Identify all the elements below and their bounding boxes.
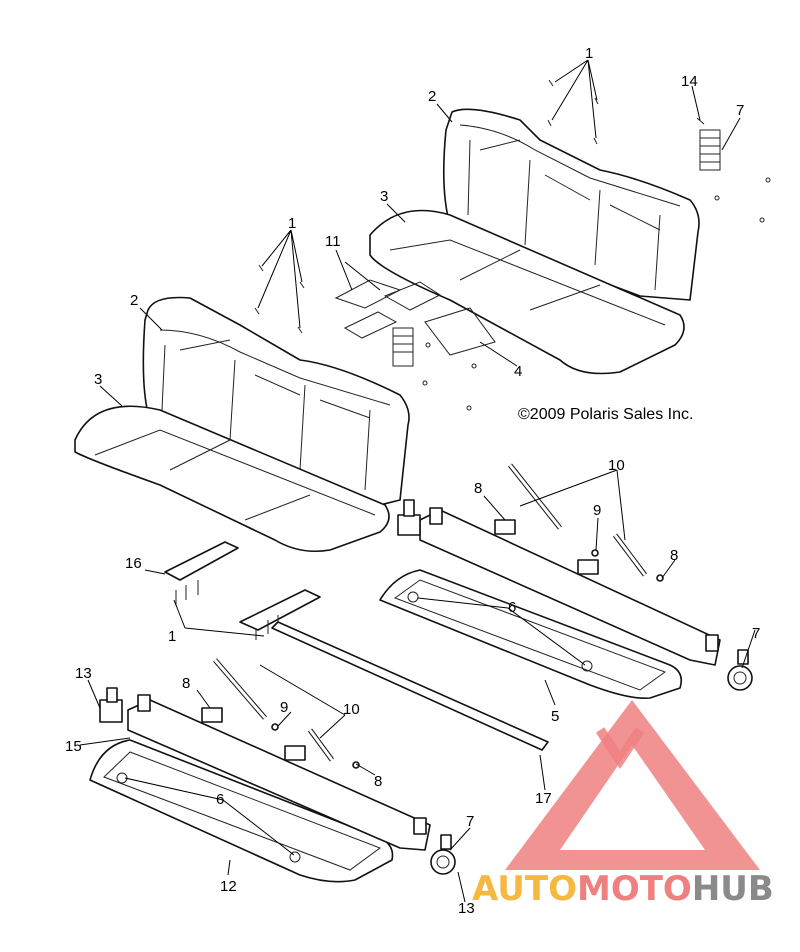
lower-belt-buckle (99, 687, 123, 723)
callout-14: 15 (65, 738, 82, 755)
upper-seat-bottom (369, 209, 685, 375)
callout-7: 7 (752, 625, 760, 642)
callout-7: 7 (466, 813, 474, 830)
watermark-text: AUTOMOTOHUB (472, 869, 774, 909)
callout-2: 2 (130, 292, 138, 309)
callout-7: 7 (736, 102, 744, 119)
lower-seat-frame (89, 739, 394, 883)
callout-15: 14 (681, 73, 698, 90)
callout-3: 3 (380, 188, 388, 205)
spring-bracket-upper (696, 117, 721, 171)
watermark-logo (505, 700, 760, 870)
watermark-part-auto: AUTO (472, 869, 577, 909)
callout-3: 3 (94, 371, 102, 388)
lower-knob (430, 834, 456, 875)
screw-set-top (547, 79, 599, 145)
callout-8: 8 (670, 547, 678, 564)
upper-seat-rail (419, 507, 721, 666)
leader-lines (79, 59, 756, 903)
callout-10: 10 (608, 457, 625, 474)
callout-4: 4 (514, 363, 522, 380)
callout-17: 17 (535, 790, 552, 807)
small-screws (422, 177, 771, 411)
callout-labels: 1 2 14 7 3 1 11 2 4 3 ©2009 Polaris Sale… (65, 45, 760, 917)
lower-seat-rail (127, 694, 431, 851)
callout-6: 6 (216, 791, 224, 808)
callout-2: 2 (428, 88, 436, 105)
callout-11: 11 (325, 233, 341, 250)
callout-12: 12 (220, 878, 237, 895)
callout-5: 5 (551, 708, 559, 725)
upper-gas-strut-2 (613, 533, 647, 577)
callout-1: 1 (288, 215, 296, 232)
svg-text:AUTOMOTOHUB: AUTOMOTOHUB (472, 869, 774, 909)
lower-latch-parts (201, 707, 360, 769)
callout-8: 8 (374, 773, 382, 790)
lower-gas-strut-1 (213, 658, 267, 720)
callout-8: 8 (182, 675, 190, 692)
watermark-part-hub: HUB (692, 869, 774, 909)
copyright-notice: ©2009 Polaris Sales Inc. (518, 406, 693, 423)
watermark-triangle-icon (505, 700, 760, 870)
hinge-brackets (164, 541, 321, 640)
long-rod (271, 621, 549, 751)
callout-10: 10 (343, 701, 360, 718)
upper-seat-back (442, 108, 700, 301)
callout-8: 8 (474, 480, 482, 497)
screw-set-mid (254, 264, 305, 334)
callout-9: 9 (280, 699, 288, 716)
upper-knob (727, 649, 753, 691)
callout-16: 16 (125, 555, 142, 572)
callout-6: 6 (508, 599, 516, 616)
callout-13: 13 (75, 665, 92, 682)
watermark-part-moto: MOTO (577, 869, 692, 909)
lower-gas-strut-2 (307, 728, 335, 762)
upper-gas-strut-1 (508, 463, 562, 530)
decal-set (334, 279, 496, 356)
upper-belt-buckle (397, 499, 421, 536)
lower-seat-bottom (74, 405, 390, 553)
callout-9: 9 (593, 502, 601, 519)
spring-bracket-center (392, 327, 414, 367)
lower-seat-back (142, 296, 410, 506)
callout-1: 1 (168, 628, 176, 645)
callout-13: 13 (458, 900, 475, 917)
callout-1: 1 (585, 45, 593, 62)
